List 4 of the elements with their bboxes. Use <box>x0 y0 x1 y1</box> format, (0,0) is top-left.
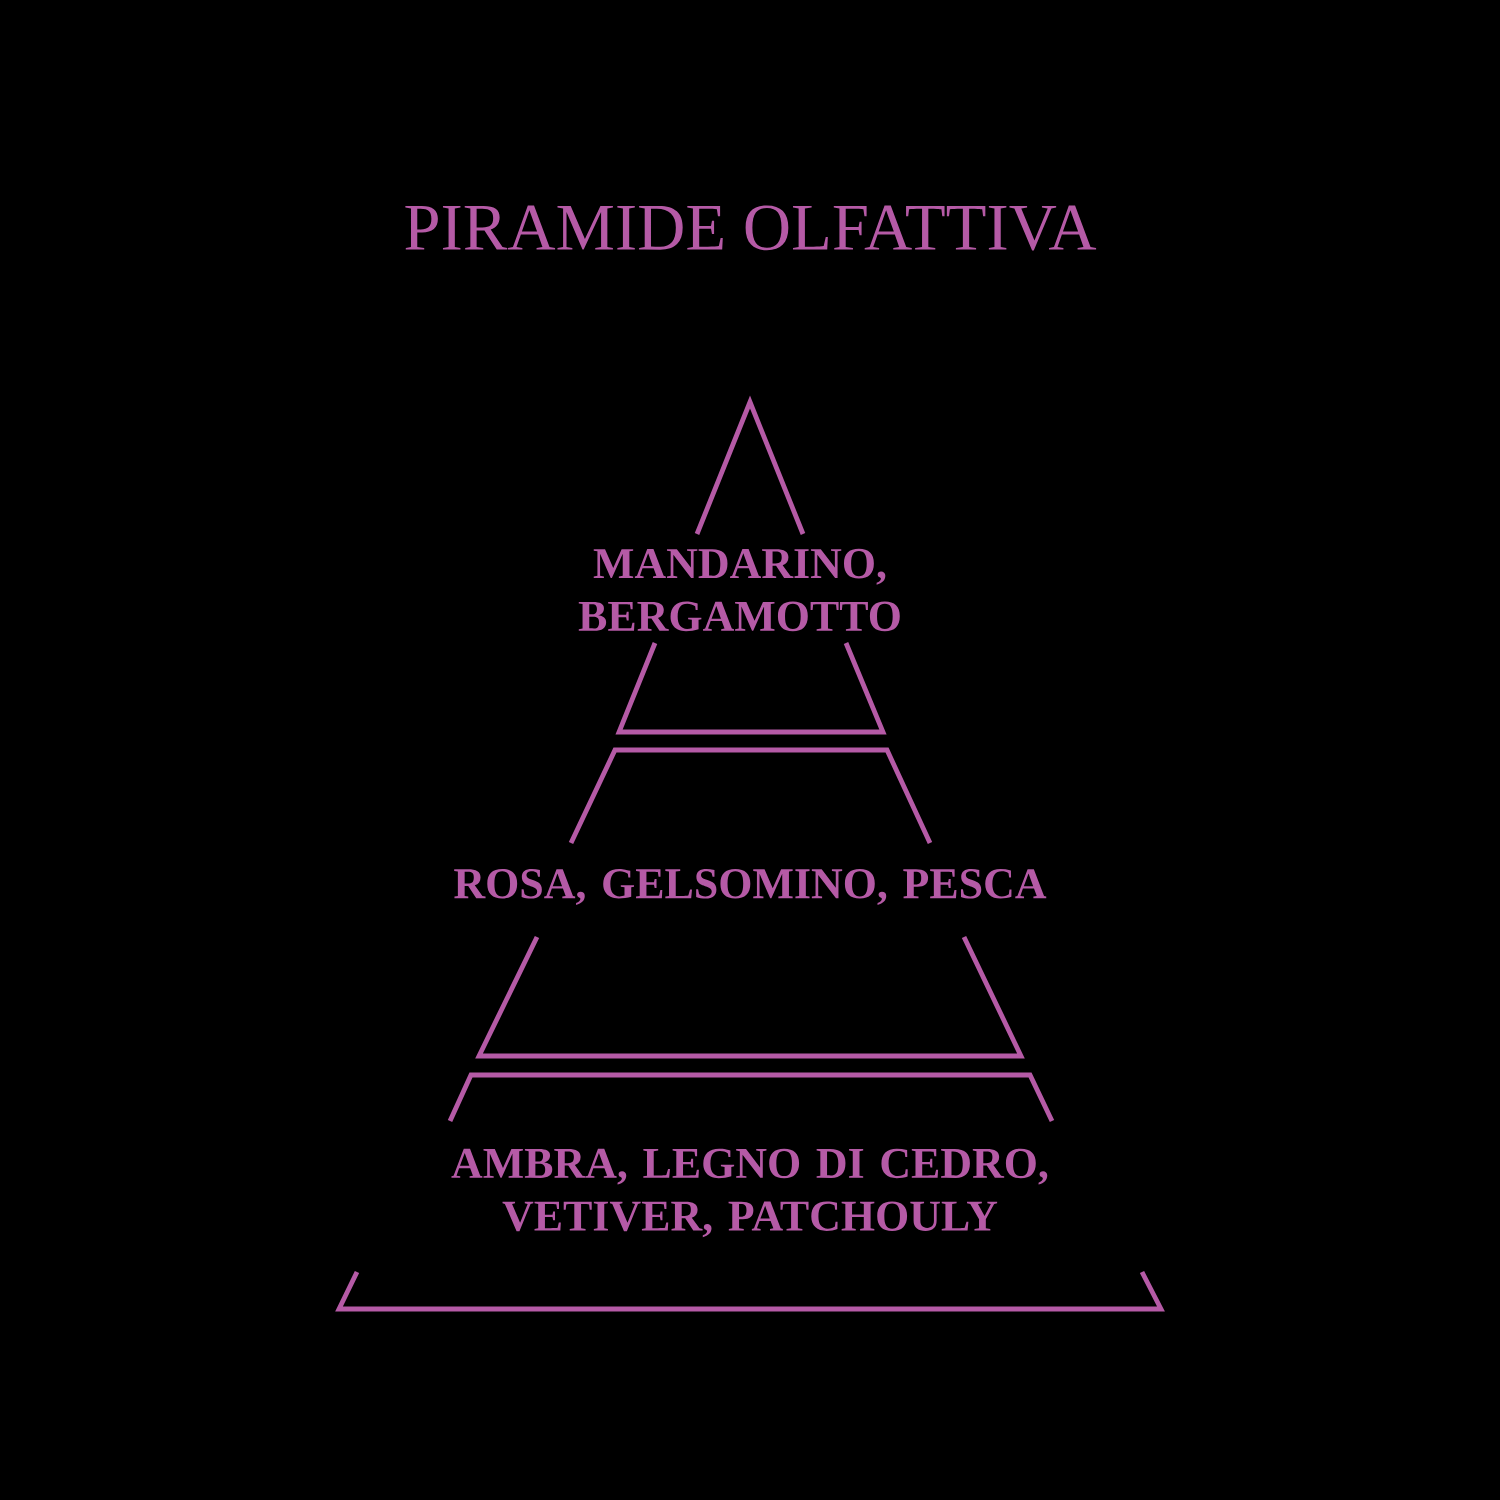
title: PIRAMIDE OLFATTIVA <box>405 205 1097 251</box>
pyramid-tier: MANDARINO, BERGAMOTTO <box>578 395 900 735</box>
pyramid-tier: ROSA, GELSOMINO, PESCA <box>454 747 1047 1059</box>
pyramid-tier: AMBRA, LEGNO DI CEDRO, VETIVER, PATCHOULY <box>335 1072 1165 1312</box>
